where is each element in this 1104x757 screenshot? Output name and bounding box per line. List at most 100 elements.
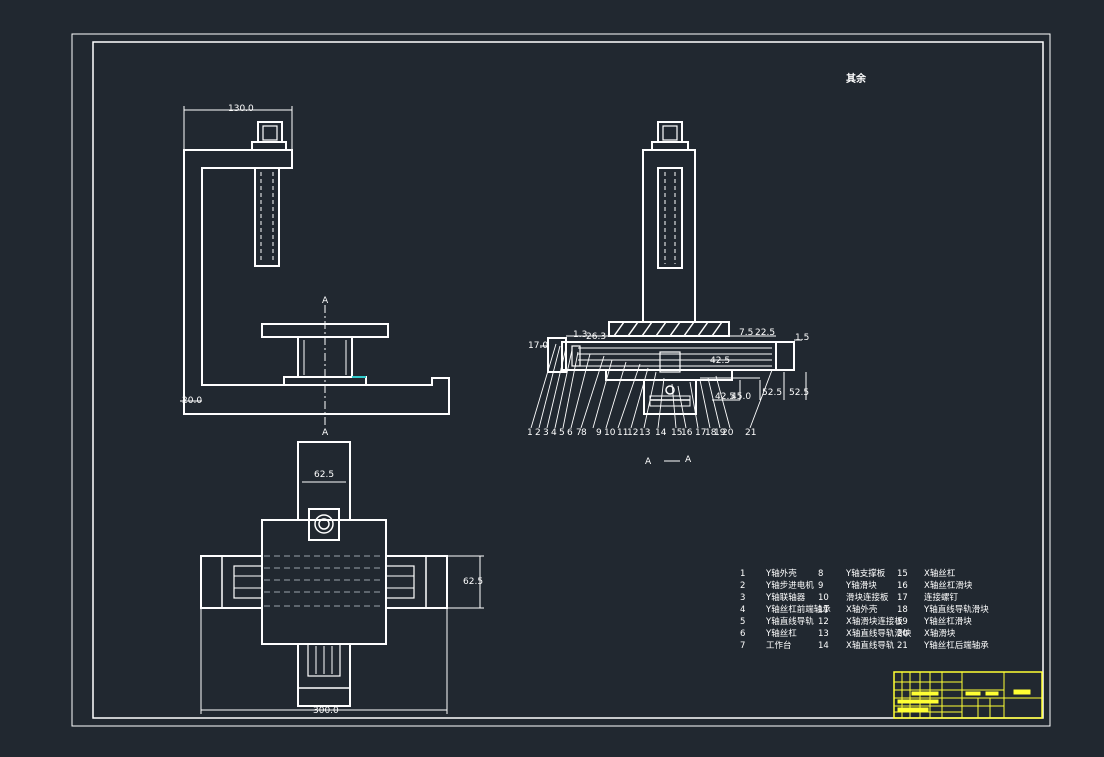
front-section-top: A	[322, 296, 329, 306]
side-section-label-right: A	[685, 455, 692, 465]
top-left-wing	[200, 555, 263, 609]
part-number: 4	[740, 605, 746, 615]
part-number: 16	[897, 581, 908, 591]
part-name: X轴外壳	[846, 605, 878, 615]
balloon-16: 16	[681, 428, 693, 438]
part-name: X轴滑块	[924, 629, 956, 639]
part-name: X轴丝杠滑块	[924, 581, 973, 591]
side-motor	[657, 121, 683, 143]
side-column	[642, 149, 696, 323]
side-dim-11: 52.5	[789, 388, 810, 398]
z-motor-base	[251, 141, 287, 151]
front-dim-width: 130.0	[228, 104, 254, 114]
part-number: 11	[818, 605, 829, 615]
z-motor	[257, 121, 283, 143]
balloon-18: 18	[705, 428, 717, 438]
part-name: X轴直线导轨	[846, 641, 895, 651]
side-dim-5: 22.5	[755, 328, 776, 338]
balloon-3: 3	[543, 428, 549, 438]
part-number: 8	[818, 569, 824, 579]
side-dim-7: 42.5	[710, 356, 731, 366]
front-view	[180, 106, 450, 428]
part-number: 2	[740, 581, 746, 591]
part-number: 19	[897, 617, 908, 627]
side-dim-2: 26.3	[586, 332, 607, 342]
balloon-14: 14	[655, 428, 667, 438]
balloon-13: 13	[639, 428, 651, 438]
part-name: Y轴支撑板	[846, 569, 886, 579]
front-dim-base: 20.0	[182, 396, 203, 406]
balloon-1: 1	[527, 428, 533, 438]
balloon-15: 15	[671, 428, 683, 438]
part-number: 21	[897, 641, 908, 651]
top-dimensions	[200, 481, 484, 714]
side-dim-1: 1.3	[573, 330, 588, 340]
part-name: 滑块连接板	[846, 593, 889, 603]
part-number: 7	[740, 641, 746, 651]
side-dim-4: 7.5	[739, 328, 754, 338]
part-number: 17	[897, 593, 908, 603]
part-name: Y轴直线导轨滑块	[924, 605, 989, 615]
part-number: 6	[740, 629, 746, 639]
part-number: 13	[818, 629, 829, 639]
part-name: X轴滑块连接板	[846, 617, 903, 627]
top-motor	[308, 508, 340, 541]
balloon-21: 21	[745, 428, 757, 438]
outer-border	[71, 33, 1051, 727]
balloon-20: 20	[722, 428, 734, 438]
part-name: X轴丝杠	[924, 569, 956, 579]
surface-note: 其余	[846, 74, 866, 85]
part-number: 18	[897, 605, 908, 615]
balloon-6: 6	[567, 428, 573, 438]
side-dim-8: 42.5	[715, 392, 736, 402]
part-number: 12	[818, 617, 829, 627]
side-worktable	[608, 321, 730, 337]
part-number: 10	[818, 593, 829, 603]
side-section-label-left: A	[645, 457, 652, 467]
side-view	[547, 121, 795, 415]
part-name: Y轴外壳	[766, 569, 797, 579]
top-dim-top: 62.5	[314, 470, 335, 480]
part-name: Y轴丝杠后端轴承	[924, 641, 989, 651]
top-hidden-lines	[264, 555, 384, 607]
top-cross-center	[261, 519, 387, 645]
top-dim-right: 62.5	[463, 577, 484, 587]
balloon-12: 12	[627, 428, 639, 438]
balloon-10: 10	[604, 428, 616, 438]
balloon-8: 8	[581, 428, 587, 438]
balloon-7: 7	[576, 428, 582, 438]
part-number: 9	[818, 581, 824, 591]
part-name: 连接螺钉	[924, 593, 959, 603]
part-name: 工作台	[766, 641, 792, 651]
side-dim-6: 1.5	[795, 333, 810, 343]
balloon-2: 2	[535, 428, 541, 438]
part-number: 5	[740, 617, 746, 627]
part-name: Y轴滑块	[846, 581, 877, 591]
side-dim-10: 52.5	[762, 388, 783, 398]
balloon-leaders	[530, 343, 773, 429]
part-name: X轴直线导轨滑块	[846, 629, 912, 639]
part-number: 1	[740, 569, 746, 579]
balloon-4: 4	[551, 428, 557, 438]
front-section-bottom: A	[322, 428, 329, 438]
part-number: 14	[818, 641, 829, 651]
balloon-17: 17	[695, 428, 707, 438]
top-dim-bottom: 300.0	[313, 706, 339, 716]
inner-border	[92, 41, 1044, 719]
part-number: 3	[740, 593, 746, 603]
part-name: Y轴步进电机	[766, 581, 814, 591]
part-name: Y轴直线导轨	[766, 617, 814, 627]
balloon-9: 9	[596, 428, 602, 438]
part-name: Y轴丝杠滑块	[924, 617, 972, 627]
title-block	[893, 671, 1043, 719]
c-frame	[183, 149, 450, 415]
z-motor-inner	[262, 125, 278, 141]
part-number: 15	[897, 569, 908, 579]
part-name: Y轴丝杠前端轴承	[766, 605, 831, 615]
balloon-5: 5	[559, 428, 565, 438]
side-dimensions	[540, 335, 807, 401]
part-number: 20	[897, 629, 908, 639]
side-dim-3: 17.0	[528, 341, 549, 351]
side-dim-9: 45.0	[731, 392, 752, 402]
